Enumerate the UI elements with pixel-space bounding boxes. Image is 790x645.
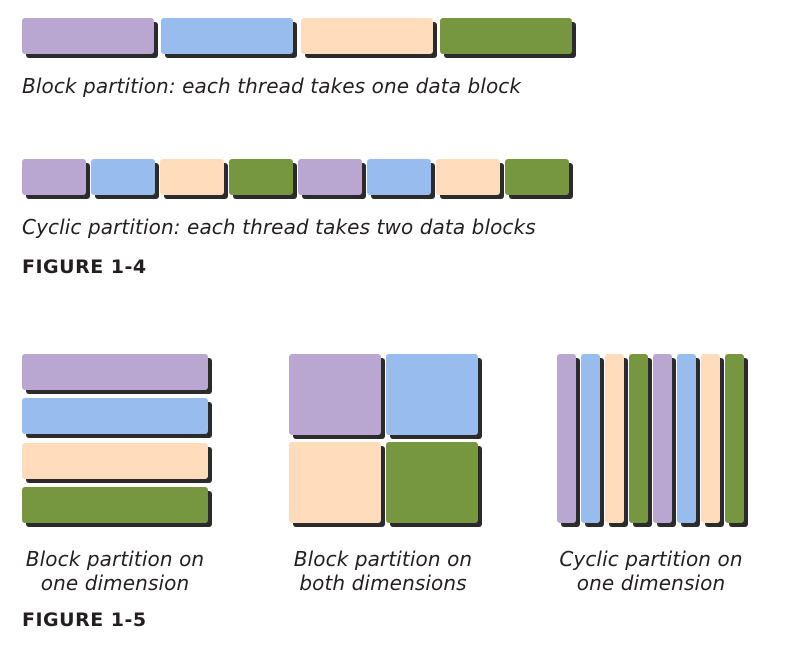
block-1d-caption: Block partition on one dimension	[6, 547, 224, 595]
cyclic-block-3	[160, 159, 224, 195]
block-1d-row-1	[22, 354, 208, 390]
block-2d-caption-line-2: both dimensions	[299, 571, 467, 595]
cyclic-column-6	[677, 354, 696, 523]
block-1d-row-3	[22, 443, 208, 479]
cyclic-1d-caption-line-1: Cyclic partition on	[559, 547, 743, 571]
figure-1-4-label: FIGURE 1-4	[22, 256, 147, 278]
cyclic-column-8	[725, 354, 744, 523]
block-1d-row-2	[22, 398, 208, 434]
cyclic-column-3	[605, 354, 624, 523]
cyclic-column-5	[653, 354, 672, 523]
block-thread-1	[22, 18, 154, 54]
cyclic-block-6	[367, 159, 431, 195]
cyclic-column-2	[581, 354, 600, 523]
cyclic-block-5	[298, 159, 362, 195]
block-2d-bottom-right	[386, 442, 478, 523]
cyclic-1d-caption: Cyclic partition on one dimension	[541, 547, 761, 595]
cyclic-block-1	[22, 159, 86, 195]
cyclic-partition-caption: Cyclic partition: each thread takes two …	[22, 215, 536, 239]
block-1d-caption-line-2: one dimension	[40, 571, 190, 595]
cyclic-column-1	[557, 354, 576, 523]
block-2d-caption: Block partition on both dimensions	[274, 547, 492, 595]
cyclic-1d-caption-line-2: one dimension	[576, 571, 726, 595]
block-1d-caption-line-1: Block partition on	[25, 547, 205, 571]
block-2d-top-left	[289, 354, 381, 435]
cyclic-column-4	[629, 354, 648, 523]
block-1d-row-4	[22, 487, 208, 523]
block-thread-2	[161, 18, 293, 54]
cyclic-block-2	[91, 159, 155, 195]
cyclic-column-7	[701, 354, 720, 523]
figure-1-5-label: FIGURE 1-5	[22, 609, 147, 631]
block-2d-caption-line-1: Block partition on	[293, 547, 473, 571]
block-partition-caption: Block partition: each thread takes one d…	[22, 74, 522, 98]
block-2d-bottom-left	[289, 442, 381, 523]
cyclic-block-7	[436, 159, 500, 195]
block-2d-top-right	[386, 354, 478, 435]
cyclic-block-8	[505, 159, 569, 195]
block-thread-3	[301, 18, 433, 54]
cyclic-block-4	[229, 159, 293, 195]
block-thread-4	[440, 18, 572, 54]
